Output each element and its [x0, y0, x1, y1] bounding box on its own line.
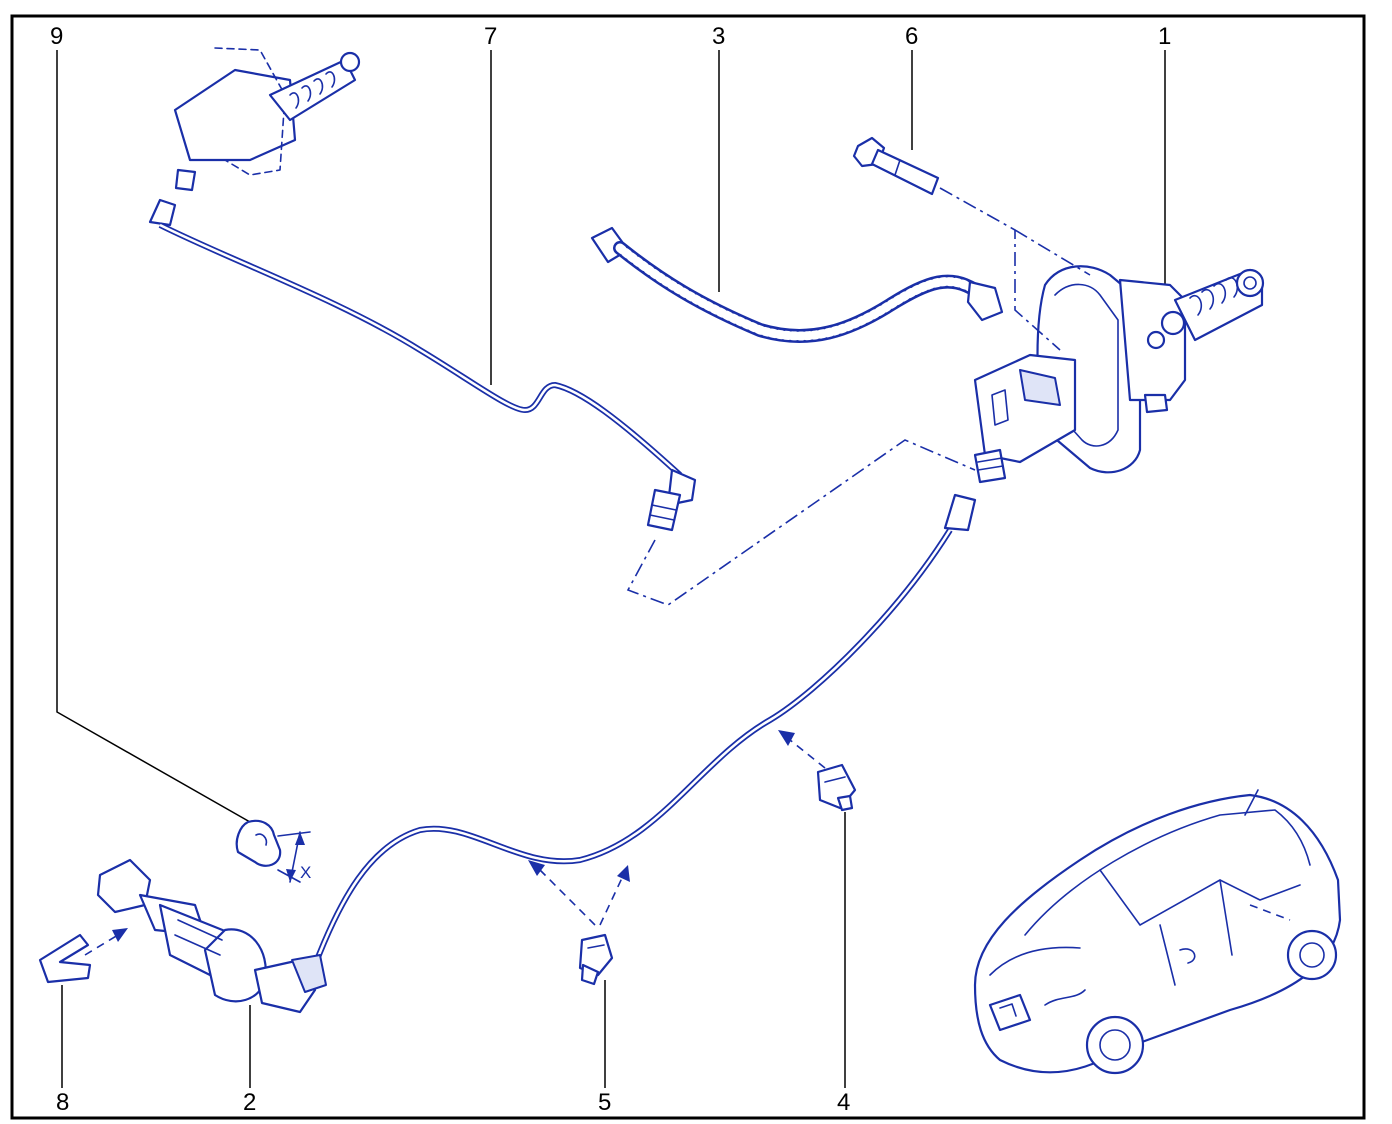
- bolt-alignment-line: [939, 187, 1061, 351]
- callout-8: 8: [56, 1089, 69, 1116]
- clip-part-5: [578, 933, 614, 986]
- dimension-x-label: X: [300, 863, 311, 882]
- callout-3: 3: [712, 23, 725, 50]
- clip-5-arrow-head-right: [617, 865, 630, 882]
- clip-part-8: [38, 933, 92, 984]
- bolt-part-6: [852, 136, 940, 196]
- clip-4-arrow-line: [789, 739, 826, 769]
- callout-1: 1: [1158, 23, 1171, 50]
- clip-4-arrow-head: [778, 730, 795, 746]
- diagram-frame: [10, 14, 1366, 1120]
- vehicle-location-inset: [973, 789, 1342, 1075]
- callout-4: 4: [837, 1089, 850, 1116]
- master-cylinder-part-1: [973, 265, 1265, 484]
- callout-6: 6: [905, 23, 918, 50]
- leader-lines: [56, 50, 1166, 1088]
- pipe-part-7: [148, 47, 697, 532]
- callout-9: 9: [50, 23, 63, 50]
- clip-arrow-line: [84, 934, 119, 956]
- connection-line-pipe-to-master: [626, 439, 976, 606]
- callout-5: 5: [598, 1089, 611, 1116]
- clamp-part-9: X: [235, 819, 311, 883]
- clip-part-4: [816, 763, 857, 812]
- clip-arrow-head: [112, 928, 128, 942]
- callout-2: 2: [243, 1089, 256, 1116]
- clip-5-arrow-head-left: [528, 860, 545, 876]
- clutch-line: [312, 493, 977, 967]
- hose-part-3: [590, 226, 1004, 343]
- bolt-alignment-line-2: [1014, 229, 1091, 276]
- clip-5-arrow-line-left: [539, 869, 596, 926]
- slave-cylinder-part-2: [96, 858, 327, 1014]
- callout-7: 7: [484, 23, 497, 50]
- clip-5-arrow-line-right: [599, 877, 623, 926]
